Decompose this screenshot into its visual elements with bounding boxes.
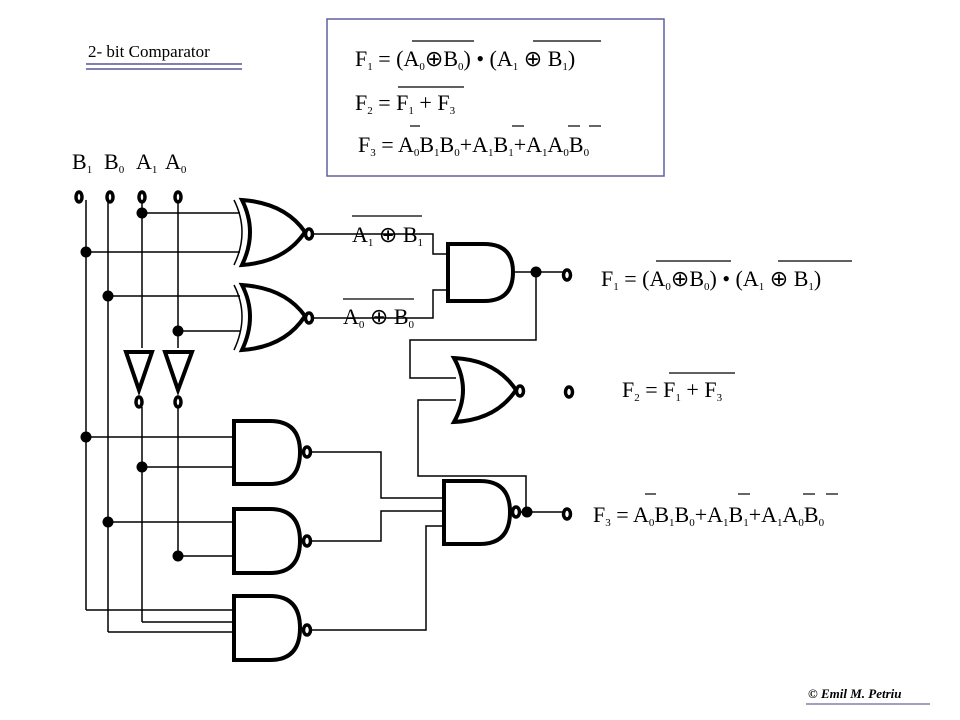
wire-nand1-out <box>311 451 444 499</box>
junction-b1 <box>80 246 92 258</box>
xnor-gate-0 <box>238 282 308 353</box>
inverter-a1 <box>123 350 155 397</box>
xnor1-input-arc <box>233 199 243 266</box>
junction-a0 <box>172 325 184 337</box>
junction-a1 <box>136 207 148 219</box>
nand-gate-1 <box>232 419 303 486</box>
xnor0-input-arc <box>233 284 243 351</box>
input-label-b1: B1 <box>72 149 92 176</box>
nand-gate-f3 <box>442 479 513 546</box>
terminal-b1 <box>74 190 84 204</box>
input-label-a0: A0 <box>165 149 187 176</box>
nand3-bubble <box>301 623 313 637</box>
terminal-f1 <box>561 268 573 282</box>
copyright: © Emil M. Petriu <box>808 686 902 701</box>
box-eq-f2: F2 = F1 + F3 <box>355 90 456 117</box>
junction-not-a1 <box>136 461 148 473</box>
wire-nand2-out <box>311 510 444 542</box>
terminal-f2 <box>563 385 575 399</box>
xor0-label: A0 ⊕ B0 <box>343 304 415 331</box>
output-eq-f3: F3 = A0B1B0+A1B1+A1A0B0 <box>593 502 825 529</box>
output-eq-f1: F1 = (A0⊕B0) • (A1 ⊕ B1) <box>601 266 821 293</box>
diagram-title: 2- bit Comparator <box>88 42 210 61</box>
junction-f3 <box>521 506 533 518</box>
wire-f3-to-nor <box>417 399 527 512</box>
input-label-a1: A1 <box>136 149 157 176</box>
nor-bubble <box>514 384 526 398</box>
wire-xnor0-and <box>313 289 446 319</box>
nand-f3-bubble <box>510 505 522 519</box>
input-label-b0: B0 <box>104 149 125 176</box>
nand-gate-3 <box>232 594 303 662</box>
xnor0-bubble <box>303 311 315 325</box>
terminal-b0 <box>105 190 115 204</box>
junction-not-a0 <box>172 550 184 562</box>
junction-b0-nand <box>102 516 114 528</box>
output-eq-f2: F2 = F1 + F3 <box>622 377 723 404</box>
wire-xnor1-and <box>313 233 446 255</box>
xnor1-bubble <box>303 227 315 241</box>
box-eq-f3: F3 = A0B1B0+A1B1+A1A0B0 <box>358 132 590 159</box>
nand2-bubble <box>301 534 313 548</box>
xor1-label: A1 ⊕ B1 <box>352 222 423 249</box>
inverter-a1-bubble <box>134 395 144 409</box>
nand-gate-2 <box>232 507 303 575</box>
and-gate-f1 <box>446 242 516 303</box>
xnor-gate-1 <box>238 197 308 268</box>
inverter-a0 <box>162 350 195 396</box>
terminal-f3 <box>561 507 573 521</box>
junction-b0 <box>102 290 114 302</box>
nand1-bubble <box>301 445 313 459</box>
nor-gate-f2 <box>450 355 519 425</box>
equation-box <box>326 18 665 177</box>
inverter-a0-bubble <box>173 395 183 409</box>
box-eq-f1: F1 = (A0⊕B0) • (A1 ⊕ B1) <box>355 46 575 73</box>
junction-b1-nand <box>80 431 92 443</box>
wire-nand3-out <box>311 525 444 631</box>
wire-f1-to-nor <box>409 272 537 379</box>
